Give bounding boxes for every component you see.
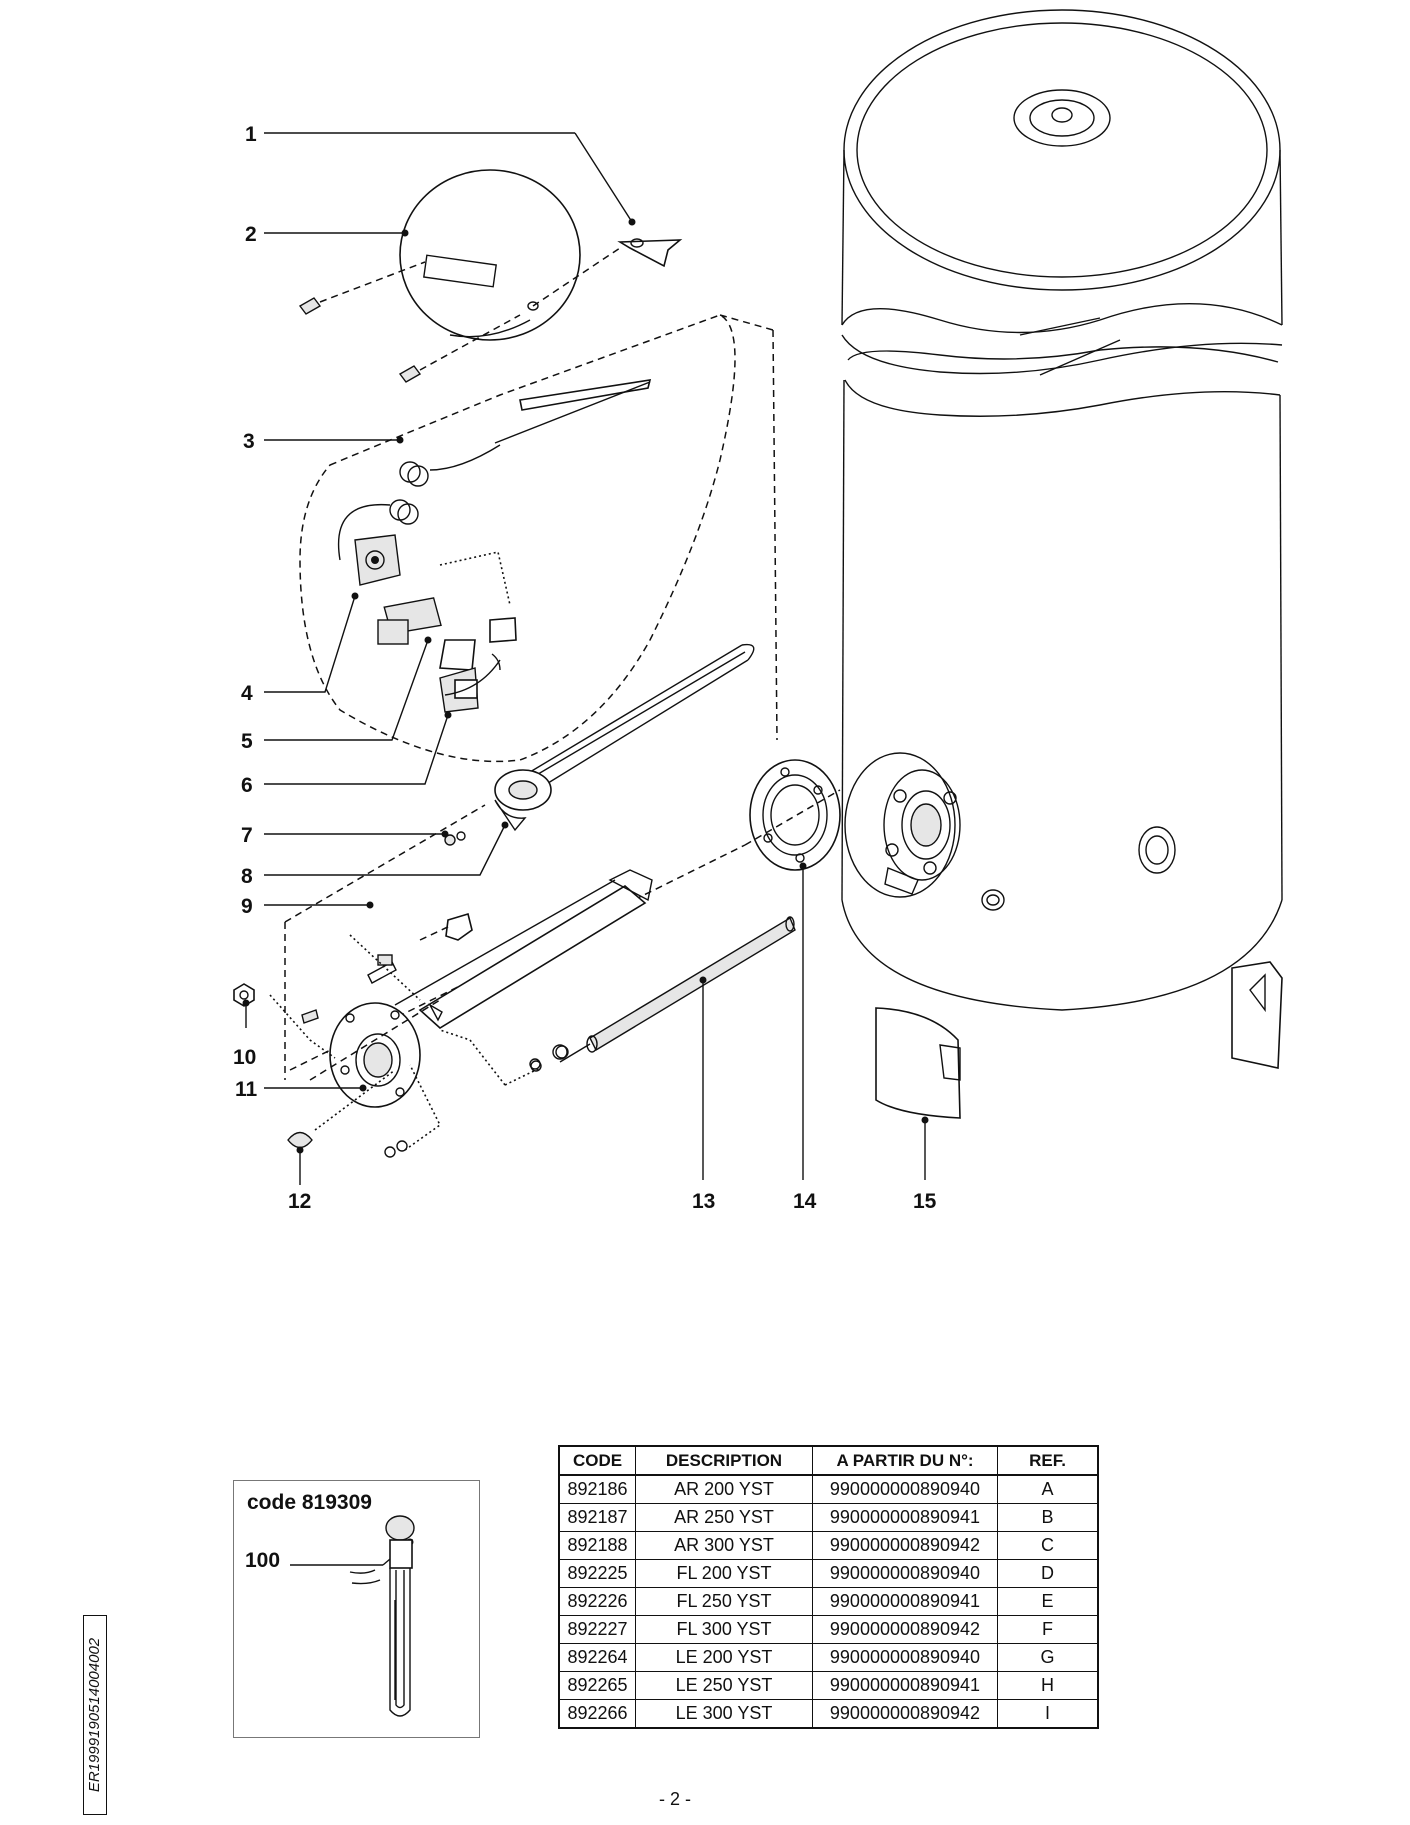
sleeve-part [394, 869, 653, 1029]
bracket-part [532, 238, 683, 307]
callout-12: 12 [288, 1190, 311, 1213]
cell-serial: 990000000890942 [812, 1699, 998, 1729]
callout-10: 10 [233, 1046, 256, 1069]
cell-description: AR 300 YST [635, 1531, 813, 1560]
callout-14: 14 [793, 1190, 817, 1213]
cell-description: LE 200 YST [635, 1643, 813, 1672]
cell-ref: I [997, 1699, 1099, 1729]
cell-code: 892187 [558, 1503, 636, 1532]
cell-ref: A [997, 1474, 1099, 1504]
cell-code: 892264 [558, 1643, 636, 1672]
kit-box: code 819309 100 [233, 1480, 480, 1738]
callout-3: 3 [243, 430, 255, 453]
callout-5: 5 [241, 730, 253, 753]
cover-part [298, 169, 581, 383]
cell-ref: C [997, 1531, 1099, 1560]
fasteners [233, 954, 569, 1158]
cell-description: AR 250 YST [635, 1503, 813, 1532]
cell-ref: H [997, 1671, 1099, 1700]
col-header-description: DESCRIPTION [635, 1445, 813, 1476]
clip-part [445, 912, 473, 941]
flange-seal-part [749, 759, 841, 871]
document-reference: ER1999190514004002 [83, 1615, 107, 1815]
cell-ref: E [997, 1587, 1099, 1616]
cell-description: FL 300 YST [635, 1615, 813, 1644]
kit-heating-element-illustration [290, 1515, 415, 1717]
cell-serial: 990000000890941 [812, 1503, 998, 1532]
cell-serial: 990000000890940 [812, 1474, 998, 1504]
cell-serial: 990000000890942 [812, 1531, 998, 1560]
cell-serial: 990000000890941 [812, 1587, 998, 1616]
cell-serial: 990000000890940 [812, 1559, 998, 1588]
cell-code: 892225 [558, 1559, 636, 1588]
callout-6: 6 [241, 774, 253, 797]
callout-7: 7 [241, 824, 253, 847]
screw-7-part [444, 831, 466, 846]
cell-ref: F [997, 1615, 1099, 1644]
thermostat-part [337, 379, 652, 713]
model-table: CODE DESCRIPTION A PARTIR DU N°: REF. 89… [558, 1445, 1099, 1729]
cell-serial: 990000000890942 [812, 1615, 998, 1644]
cell-ref: B [997, 1503, 1099, 1532]
cell-description: LE 300 YST [635, 1699, 813, 1729]
cell-code: 892188 [558, 1531, 636, 1560]
cell-description: FL 200 YST [635, 1559, 813, 1588]
heating-element-part [494, 643, 755, 832]
callout-numbers: 1 2 3 4 5 6 7 8 9 10 11 12 13 14 15 [233, 123, 937, 1213]
cell-code: 892226 [558, 1587, 636, 1616]
page-number: - 2 - [658, 1789, 691, 1809]
thermostat-group-outline [299, 314, 736, 763]
callout-2: 2 [245, 223, 257, 246]
cell-ref: D [997, 1559, 1099, 1588]
flange-plate-part [329, 1002, 421, 1108]
col-header-code: CODE [558, 1445, 636, 1476]
cell-ref: G [997, 1643, 1099, 1672]
cell-serial: 990000000890941 [812, 1671, 998, 1700]
cell-code: 892227 [558, 1615, 636, 1644]
callout-15: 15 [913, 1190, 937, 1213]
col-header-serial: A PARTIR DU N°: [812, 1445, 998, 1476]
kit-code-label: code 819309 [247, 1491, 372, 1514]
cell-serial: 990000000890940 [812, 1643, 998, 1672]
water-heater-tank [841, 9, 1283, 1119]
cell-code: 892266 [558, 1699, 636, 1729]
cell-code: 892265 [558, 1671, 636, 1700]
callout-8: 8 [241, 865, 253, 888]
cell-code: 892186 [558, 1474, 636, 1504]
kit-callout-100: 100 [245, 1549, 281, 1572]
callout-9: 9 [241, 895, 253, 918]
table-header-row: CODE DESCRIPTION A PARTIR DU N°: REF. [558, 1445, 1099, 1476]
callout-11: 11 [235, 1078, 258, 1101]
cell-description: AR 200 YST [635, 1474, 813, 1504]
callout-1: 1 [245, 123, 257, 146]
callout-13: 13 [692, 1190, 715, 1213]
cell-description: FL 250 YST [635, 1587, 813, 1616]
cell-description: LE 250 YST [635, 1671, 813, 1700]
col-header-ref: REF. [997, 1445, 1099, 1476]
callout-4: 4 [241, 682, 253, 705]
callout-leaders [242, 132, 929, 1185]
